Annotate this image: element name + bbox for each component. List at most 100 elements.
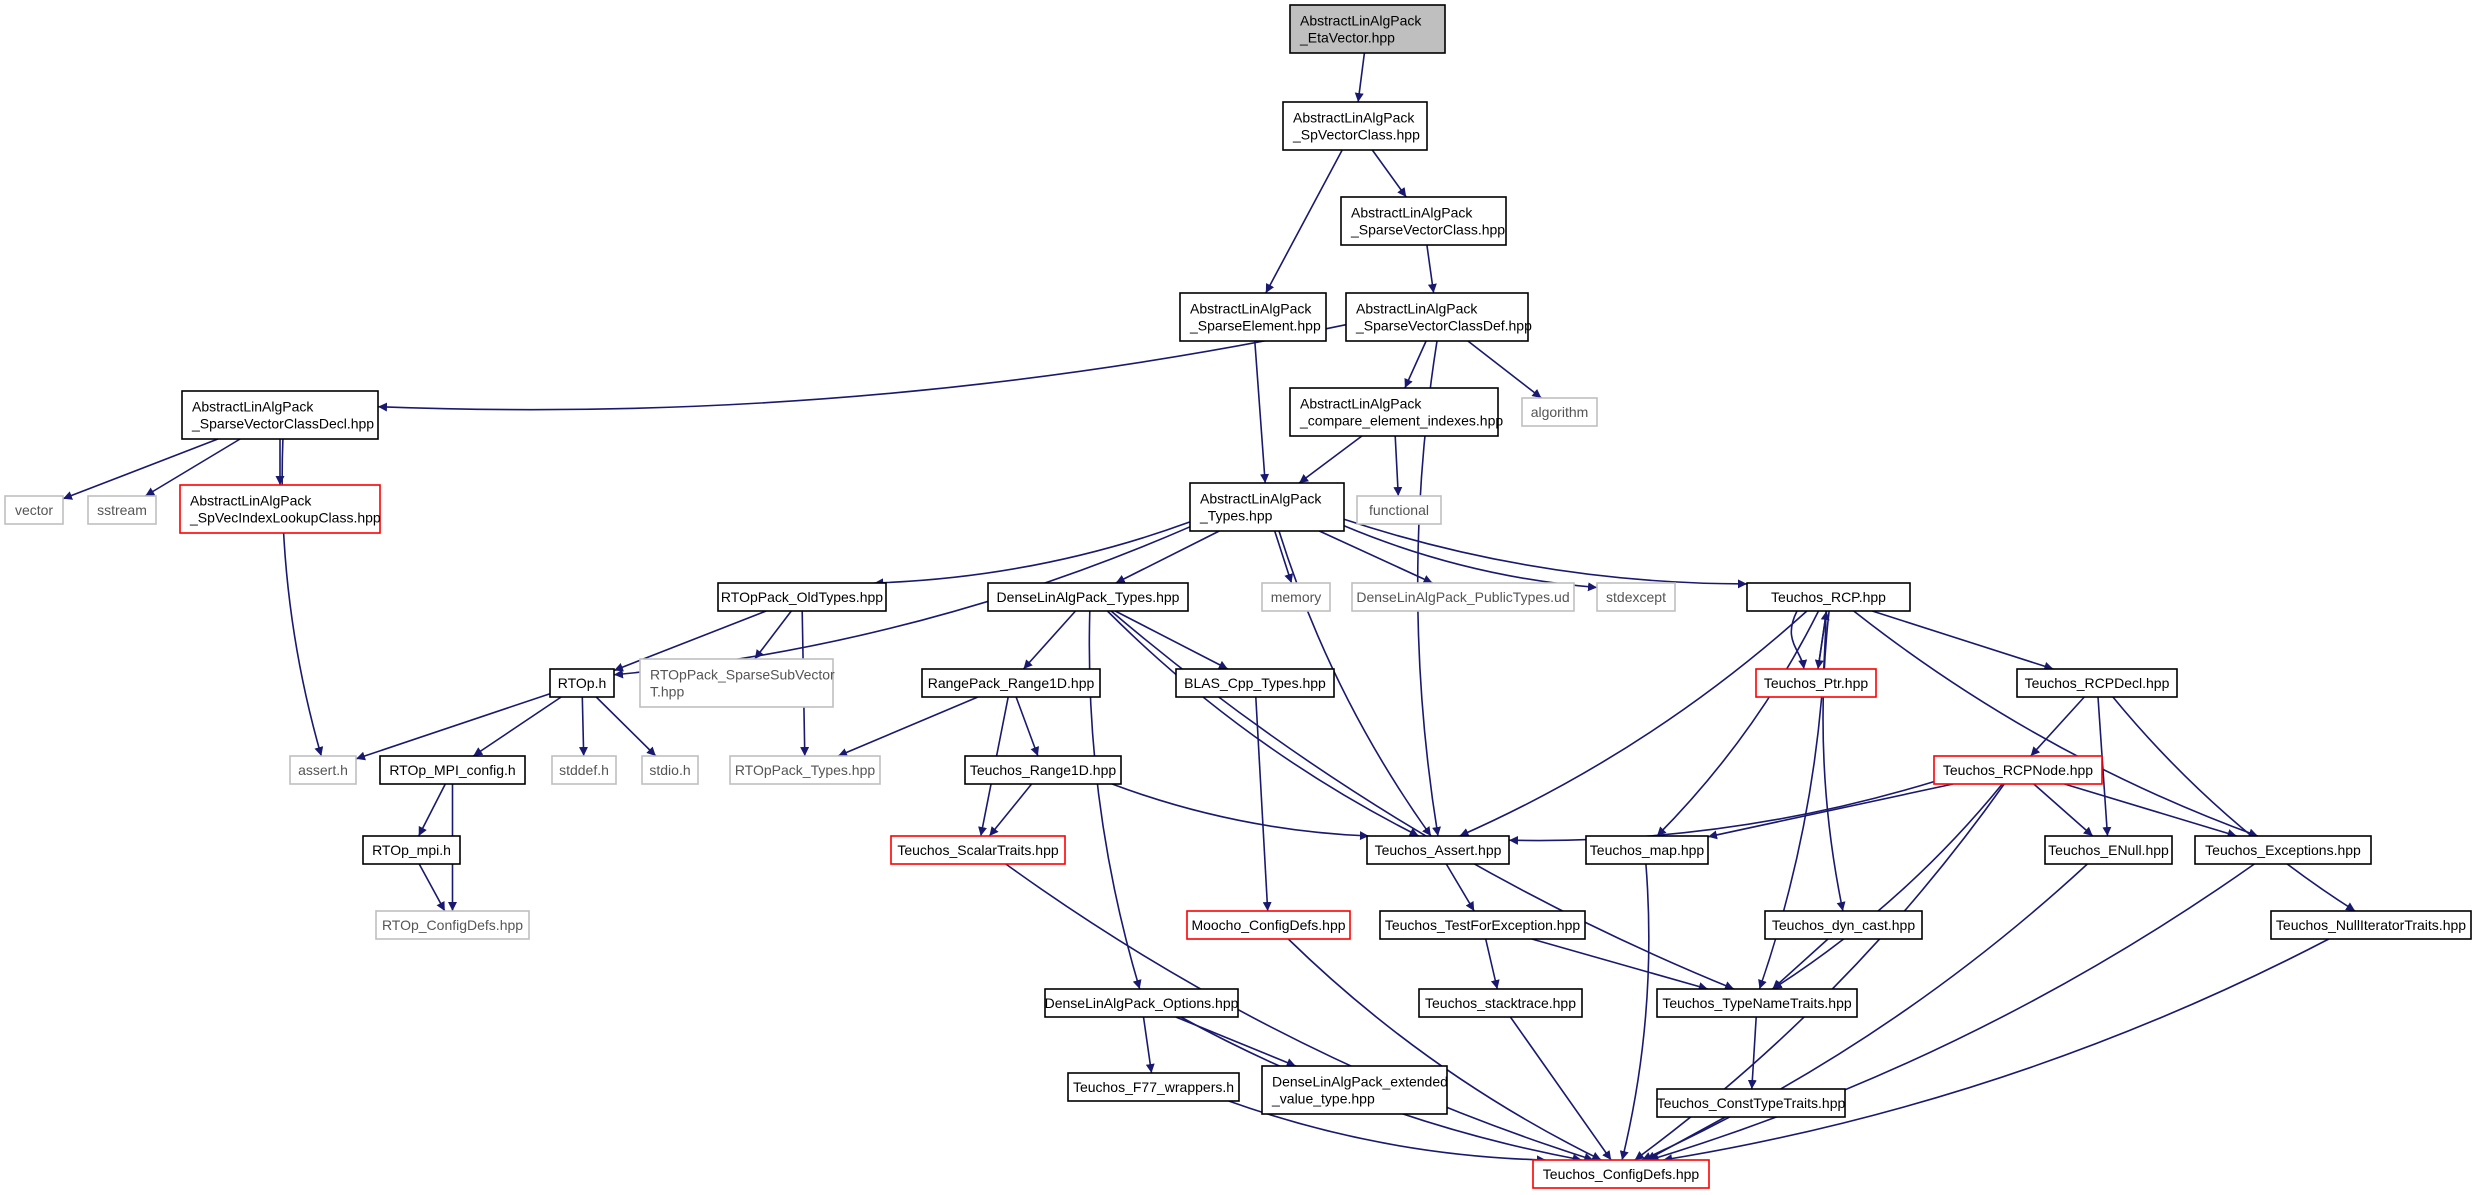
node-teuchos-nulliteratortraits-hpp[interactable]: Teuchos_NullIteratorTraits.hpp [2270,910,2472,940]
node-sstream[interactable]: sstream [87,495,157,525]
node-rangepack-range1d-hpp[interactable]: RangePack_Range1D.hpp [921,668,1101,698]
node-teuchos-rcp-hpp[interactable]: Teuchos_RCP.hpp [1746,582,1911,612]
node-box [2044,835,2173,865]
node-box [375,910,530,940]
node-box [1379,910,1586,940]
node-teuchos-enull-hpp[interactable]: Teuchos_ENull.hpp [2044,835,2173,865]
node-abstractlinalgpack-sparsevectorclassdef-hpp[interactable]: AbstractLinAlgPack_SparseVectorClassDef.… [1345,292,1532,342]
node-label: AbstractLinAlgPack [1356,300,1478,316]
node-blas-cpp-types-hpp[interactable]: BLAS_Cpp_Types.hpp [1175,668,1335,698]
node-label: Teuchos_TypeNameTraits.hpp [1662,995,1852,1011]
node-teuchos-rcpnode-hpp[interactable]: Teuchos_RCPNode.hpp [1933,755,2103,785]
node-vector[interactable]: vector [4,495,64,525]
node-label: AbstractLinAlgPack [1190,300,1312,316]
edge-trange1d-to-scalar [988,783,1033,837]
node-label: Teuchos_NullIteratorTraits.hpp [2276,917,2466,933]
node-label: Moocho_ConfigDefs.hpp [1191,917,1345,933]
node-rtoppack-oldtypes-hpp[interactable]: RTOpPack_OldTypes.hpp [717,582,887,612]
node-label: T.hpp [650,683,684,699]
node-box [1418,988,1583,1018]
edge-rcpnode-to-tmap [1707,783,1954,840]
node-label: Teuchos_ConstTypeTraits.hpp [1657,1095,1846,1111]
edge-svcdecl-to-sstream [144,438,241,497]
node-teuchos-stacktrace-hpp[interactable]: Teuchos_stacktrace.hpp [1418,988,1583,1018]
node-label: _compare_element_indexes.hpp [1299,412,1503,428]
node-algorithm[interactable]: algorithm [1521,397,1598,427]
node-teuchos-exceptions-hpp[interactable]: Teuchos_Exceptions.hpp [2194,835,2372,865]
node-teuchos-map-hpp[interactable]: Teuchos_map.hpp [1585,835,1709,865]
node-rtop-h[interactable]: RTOp.h [549,668,615,698]
node-label: stdio.h [649,762,690,778]
node-label: Teuchos_RCP.hpp [1771,589,1886,605]
edge-rcpdecl-to-rcpnode [2030,696,2085,757]
node-label: Teuchos_ScalarTraits.hpp [897,842,1059,858]
node-abstractlinalgpack-sparsevectorclassdecl-hpp[interactable]: AbstractLinAlgPack_SparseVectorClassDecl… [181,390,379,440]
node-box [1261,582,1331,612]
node-stdio-h[interactable]: stdio.h [641,755,699,785]
edge-rcp-to-tassert [1459,610,1808,837]
node-box [1289,387,1499,437]
node-abstractlinalgpack-types-hpp[interactable]: AbstractLinAlgPack_Types.hpp [1189,482,1345,532]
node-abstractlinalgpack-spvectorclass-hpp[interactable]: AbstractLinAlgPack_SpVectorClass.hpp [1282,101,1428,151]
node-label: memory [1271,589,1322,605]
edge-eta-to-spvc [1354,52,1366,103]
node-label: DenseLinAlgPack_Types.hpp [997,589,1180,605]
node-stdexcept[interactable]: stdexcept [1596,582,1676,612]
node-rtop-configdefs-hpp[interactable]: RTOp_ConfigDefs.hpp [375,910,530,940]
edge-testexc-to-typename [1531,938,1708,991]
node-teuchos-assert-hpp[interactable]: Teuchos_Assert.hpp [1366,835,1510,865]
node-teuchos-f77-wrappers-h[interactable]: Teuchos_F77_wrappers.h [1067,1072,1240,1102]
node-box [1585,835,1709,865]
node-teuchos-range1d-hpp[interactable]: Teuchos_Range1D.hpp [964,755,1122,785]
node-abstractlinalgpack-spvecindexlookupclass-hpp[interactable]: AbstractLinAlgPack_SpVecIndexLookupClass… [179,484,381,534]
node-label: Teuchos_Assert.hpp [1375,842,1502,858]
edge-range1dpack-to-trange1d [1015,696,1040,757]
node-label: stdexcept [1606,589,1666,605]
node-teuchos-dyn-cast-hpp[interactable]: Teuchos_dyn_cast.hpp [1764,910,1923,940]
node-abstractlinalgpack-sparsevectorclass-hpp[interactable]: AbstractLinAlgPack_SparseVectorClass.hpp [1340,196,1507,246]
node-label: BLAS_Cpp_Types.hpp [1184,675,1326,691]
node-teuchos-testforexception-hpp[interactable]: Teuchos_TestForException.hpp [1379,910,1586,940]
node-box [641,755,699,785]
node-label: Teuchos_stacktrace.hpp [1425,995,1576,1011]
node-label: RTOp.h [558,675,607,691]
node-denselinalgpack-publictypes-ud[interactable]: DenseLinAlgPack_PublicTypes.ud [1351,582,1575,612]
node-teuchos-scalartraits-hpp[interactable]: Teuchos_ScalarTraits.hpp [890,835,1066,865]
node-teuchos-typenametraits-hpp[interactable]: Teuchos_TypeNameTraits.hpp [1656,988,1858,1018]
node-rtop-mpi-config-h[interactable]: RTOp_MPI_config.h [379,755,526,785]
node-stddef-h[interactable]: stddef.h [551,755,617,785]
node-box [964,755,1122,785]
edge-rcpnode-to-typename [1772,783,2003,990]
node-abstractlinalgpack-compare-element-indexes-hpp[interactable]: AbstractLinAlgPack_compare_element_index… [1289,387,1503,437]
node-moocho-configdefs-hpp[interactable]: Moocho_ConfigDefs.hpp [1186,910,1351,940]
node-label: RTOp_ConfigDefs.hpp [382,917,523,933]
node-memory[interactable]: memory [1261,582,1331,612]
node-label: sstream [97,502,147,518]
node-teuchos-rcpdecl-hpp[interactable]: Teuchos_RCPDecl.hpp [2016,668,2178,698]
node-box [1933,755,2103,785]
edge-range1dpack-to-rtoptypes [837,696,979,757]
edge-scalar-to-tconfig [1005,863,1594,1162]
node-box [1532,1159,1710,1189]
node-teuchos-consttypetraits-hpp[interactable]: Teuchos_ConstTypeTraits.hpp [1656,1088,1846,1118]
node-rtoppack-types-hpp[interactable]: RTOpPack_Types.hpp [729,755,881,785]
node-functional[interactable]: functional [1356,495,1442,525]
node-abstractlinalgpack-sparseelement-hpp[interactable]: AbstractLinAlgPack_SparseElement.hpp [1179,292,1327,342]
node-label: _EtaVector.hpp [1299,29,1395,45]
edge-moocho-to-tconfig [1287,938,1602,1161]
node-box [1366,835,1510,865]
node-denselinalgpack-types-hpp[interactable]: DenseLinAlgPack_Types.hpp [987,582,1189,612]
node-label: stddef.h [559,762,609,778]
node-denselinalgpack-options-hpp[interactable]: DenseLinAlgPack_Options.hpp [1044,988,1239,1018]
node-teuchos-configdefs-hpp[interactable]: Teuchos_ConfigDefs.hpp [1532,1159,1710,1189]
edge-cei-to-types [1298,435,1363,484]
node-abstractlinalgpack-etavector-hpp[interactable]: AbstractLinAlgPack_EtaVector.hpp [1289,4,1446,54]
node-box [1175,668,1335,698]
node-assert-h[interactable]: assert.h [289,755,357,785]
node-rtop-mpi-h[interactable]: RTOp_mpi.h [362,835,461,865]
node-denselinalgpack-extended-value-type-hpp[interactable]: DenseLinAlgPack_extended_value_type.hpp [1261,1065,1448,1115]
node-teuchos-ptr-hpp[interactable]: Teuchos_Ptr.hpp [1755,668,1877,698]
edge-tassert-to-testexc [1445,863,1475,912]
node-label: Teuchos_TestForException.hpp [1385,917,1581,933]
